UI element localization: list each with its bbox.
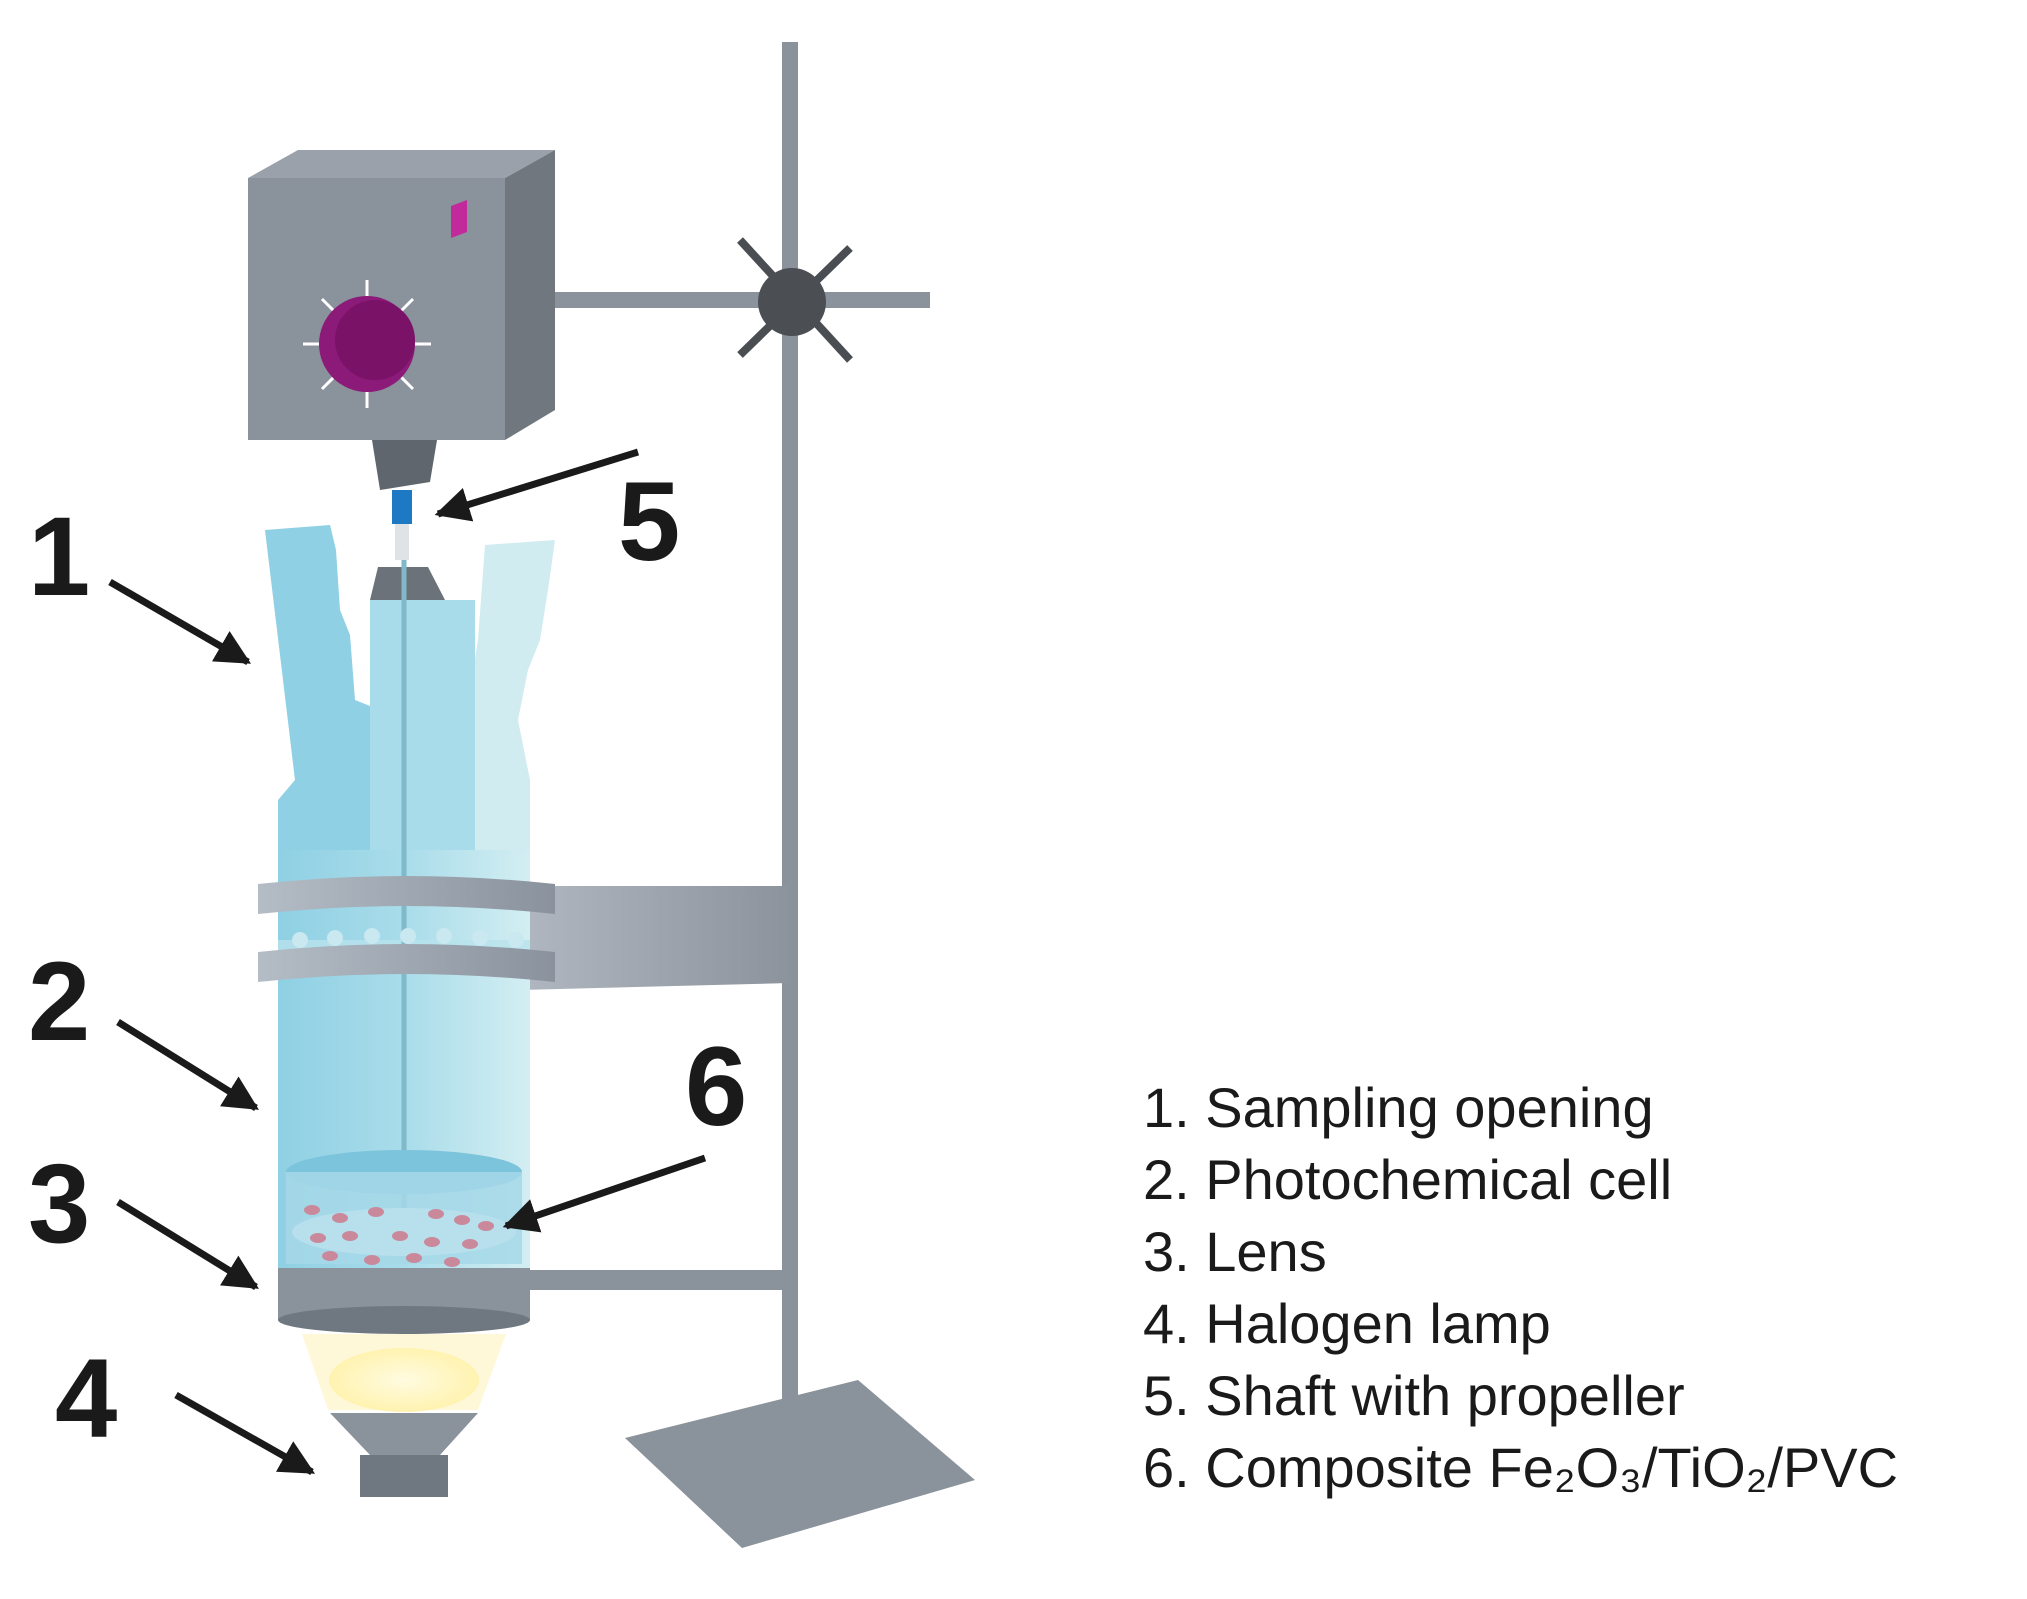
motor-indicator [451, 200, 467, 238]
legend-item-photochemical-cell: 2. Photochemical cell [1143, 1148, 1673, 1211]
propeller-shaft-tip [392, 490, 412, 524]
speed-knob [303, 280, 431, 408]
light-glow [329, 1348, 479, 1412]
legend-item-halogen-lamp: 4. Halogen lamp [1143, 1292, 1551, 1355]
callout-number-4: 4 [55, 1336, 117, 1461]
cell-clamp [258, 876, 555, 982]
cell-center-neck [370, 600, 475, 850]
clamp-rivets [292, 928, 524, 948]
arrow-6 [502, 1154, 707, 1233]
lamp-reflector [330, 1413, 478, 1455]
stand-rod [782, 42, 798, 1467]
arrow-2 [116, 1019, 259, 1111]
legend: 1. Sampling opening 2. Photochemical cel… [1143, 1072, 1898, 1504]
motor-box-top [248, 150, 555, 178]
stand-base [625, 1380, 975, 1548]
lamp-base [360, 1455, 448, 1497]
propeller-shaft-neck [395, 524, 409, 560]
arrow-4 [174, 1391, 316, 1476]
legend-item-shaft-with-propeller: 5. Shaft with propeller [1143, 1364, 1685, 1427]
callout-arrows [108, 448, 707, 1476]
retort-stand [505, 42, 975, 1548]
upper-holder-arm [530, 292, 930, 308]
clamp-band-upper [258, 876, 555, 914]
callout-number-2: 2 [28, 939, 90, 1064]
arrow-5 [434, 448, 640, 522]
legend-item-composite: 6. Composite Fe₂O₃/TiO₂/PVC [1143, 1436, 1899, 1499]
stirrer-motor [248, 150, 555, 560]
lens-bottom [278, 1306, 530, 1334]
photochemical-cell [265, 525, 555, 1290]
halogen-lamp [302, 1334, 506, 1497]
cell-clamp-arm [520, 886, 790, 990]
lower-support-arm [505, 1270, 790, 1290]
lens [278, 1268, 530, 1334]
center-neck-stopper [370, 567, 445, 600]
boss-clamp [737, 237, 853, 363]
callout-number-6: 6 [685, 1024, 747, 1149]
cell-right-neck [465, 540, 555, 850]
clamp-band-lower [258, 944, 555, 982]
cell-left-neck [265, 525, 380, 850]
motor-box-side [505, 150, 555, 440]
composite-particles [304, 1205, 494, 1267]
motor-chuck [372, 440, 437, 490]
legend-item-sampling-opening: 1. Sampling opening [1143, 1076, 1654, 1139]
callout-number-1: 1 [28, 494, 90, 619]
legend-item-lens: 3. Lens [1143, 1220, 1327, 1283]
speed-knob-cap [335, 300, 415, 380]
callout-number-5: 5 [618, 459, 680, 584]
arrow-1 [108, 578, 252, 666]
arrow-3 [116, 1199, 259, 1290]
callout-number-3: 3 [28, 1141, 90, 1266]
